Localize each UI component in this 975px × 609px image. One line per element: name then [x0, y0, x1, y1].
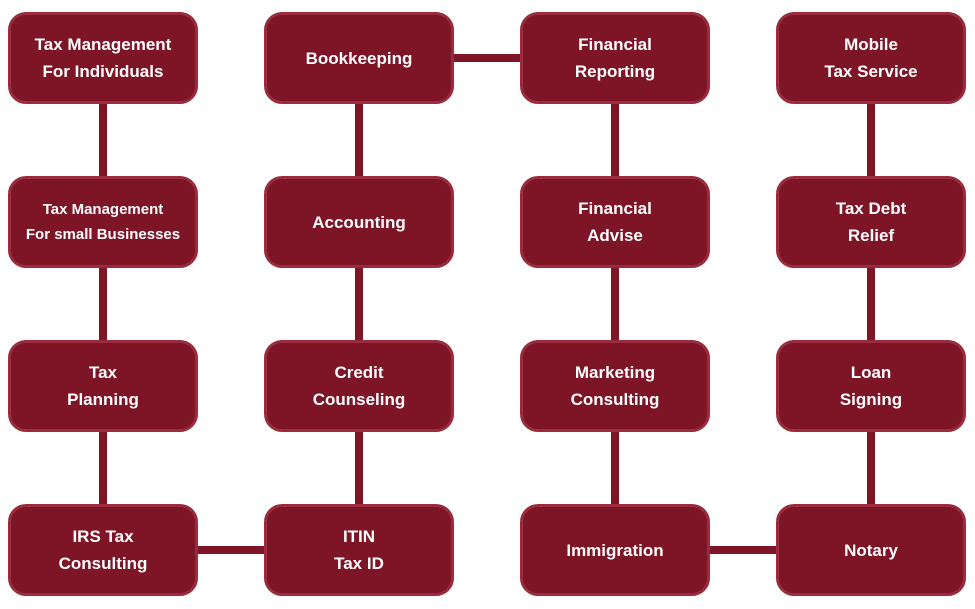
connector-individuals-smallbiz	[99, 104, 107, 176]
node-credit-counseling[interactable]: Credit Counseling	[264, 340, 454, 432]
connector-debtrelief-loan	[867, 268, 875, 340]
node-loan-signing[interactable]: Loan Signing	[776, 340, 966, 432]
node-label: Financial Advise	[578, 199, 652, 245]
connector-accounting-credit	[355, 268, 363, 340]
node-tax-planning[interactable]: Tax Planning	[8, 340, 198, 432]
connector-reporting-advise	[611, 104, 619, 176]
node-label: Tax Management For Individuals	[34, 35, 172, 81]
node-label: Notary	[844, 540, 898, 560]
connector-smallbiz-taxplanning	[99, 268, 107, 340]
node-label: Accounting	[312, 212, 406, 232]
connector-bookkeeping-accounting	[355, 104, 363, 176]
node-notary[interactable]: Notary	[776, 504, 966, 596]
node-label: ITIN Tax ID	[334, 527, 384, 573]
node-label: Tax Management For small Businesses	[25, 201, 181, 243]
node-itin-tax-id[interactable]: ITIN Tax ID	[264, 504, 454, 596]
node-immigration[interactable]: Immigration	[520, 504, 710, 596]
node-label: Tax Planning	[67, 363, 139, 409]
node-mobile-tax-service[interactable]: Mobile Tax Service	[776, 12, 966, 104]
node-financial-advise[interactable]: Financial Advise	[520, 176, 710, 268]
connector-mobile-debtrelief	[867, 104, 875, 176]
node-label: Marketing Consulting	[570, 363, 660, 409]
node-tax-management-individuals[interactable]: Tax Management For Individuals	[8, 12, 198, 104]
node-label: Bookkeeping	[305, 48, 413, 68]
node-tax-debt-relief[interactable]: Tax Debt Relief	[776, 176, 966, 268]
node-accounting[interactable]: Accounting	[264, 176, 454, 268]
connector-loan-notary	[867, 432, 875, 504]
connector-taxplanning-irs	[99, 432, 107, 504]
connector-irs-itin	[198, 546, 264, 554]
node-financial-reporting[interactable]: Financial Reporting	[520, 12, 710, 104]
node-label: IRS Tax Consulting	[58, 527, 148, 573]
node-tax-management-small-businesses[interactable]: Tax Management For small Businesses	[8, 176, 198, 268]
node-label: Tax Debt Relief	[835, 199, 907, 245]
node-label: Financial Reporting	[574, 35, 656, 81]
connector-bookkeeping-reporting	[454, 54, 520, 62]
node-label: Mobile Tax Service	[824, 35, 918, 81]
connector-credit-itin	[355, 432, 363, 504]
node-irs-tax-consulting[interactable]: IRS Tax Consulting	[8, 504, 198, 596]
node-label: Credit Counseling	[312, 363, 406, 409]
connector-advise-marketing	[611, 268, 619, 340]
connector-immigration-notary	[710, 546, 776, 554]
node-label: Loan Signing	[839, 363, 903, 409]
node-bookkeeping[interactable]: Bookkeeping	[264, 12, 454, 104]
node-marketing-consulting[interactable]: Marketing Consulting	[520, 340, 710, 432]
node-label: Immigration	[566, 540, 664, 560]
connector-marketing-immigration	[611, 432, 619, 504]
